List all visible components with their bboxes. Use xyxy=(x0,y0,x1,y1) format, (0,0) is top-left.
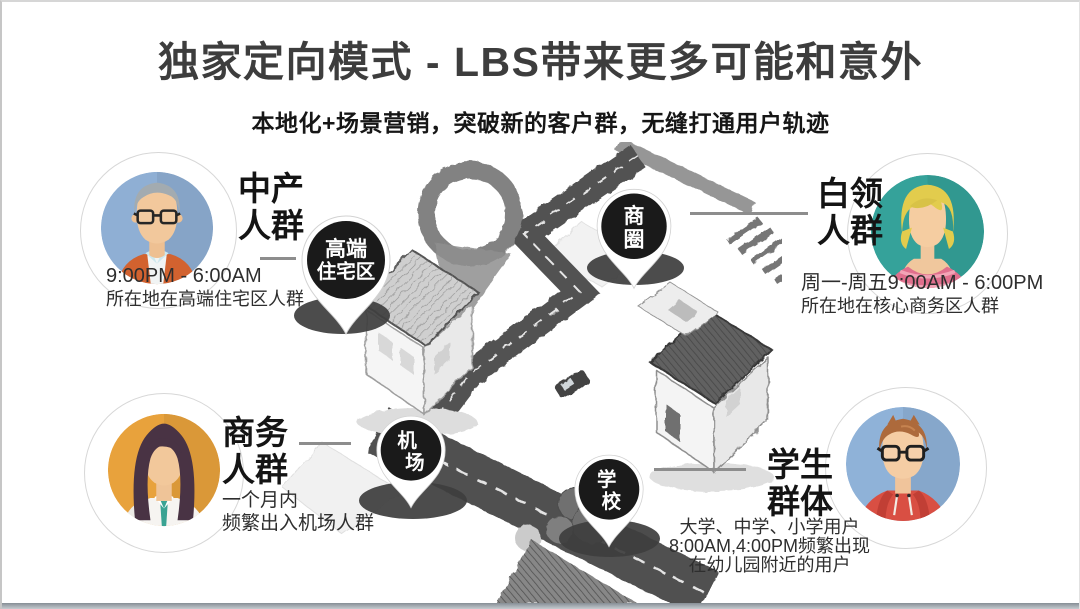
desc-line: 8:00AM,4:00PM频繁出现 xyxy=(668,536,871,556)
persona-name-line: 人群 xyxy=(817,212,883,249)
pin-circle xyxy=(601,193,667,259)
pin-label-line: 校 xyxy=(602,490,622,513)
desc-line: 所在地在高端住宅区人群 xyxy=(106,289,304,309)
desc-line: 所在地在核心商务区人群 xyxy=(801,296,999,316)
desc-line: 一个月内 xyxy=(222,490,299,511)
connector-middle-class xyxy=(260,257,296,260)
connector-students xyxy=(654,468,746,471)
connector-white-collar xyxy=(690,212,808,215)
avatar-ring xyxy=(84,393,244,553)
desc-line: 周一-周五9:00AM - 6:00PM xyxy=(801,272,1044,294)
pin-label-line: 高端 xyxy=(325,237,367,261)
pin-circle xyxy=(307,221,385,299)
pin-circle xyxy=(578,458,640,520)
desc-line: 大学、中学、小学用户 xyxy=(679,517,860,537)
rooftop-band xyxy=(614,142,756,215)
pin-label-line: 场 xyxy=(405,452,424,474)
pin-label-line: 机 xyxy=(397,430,417,452)
student-avatar xyxy=(845,406,961,522)
avatar-ring xyxy=(825,387,987,549)
avatar-ring xyxy=(80,152,237,309)
platform-detail xyxy=(668,300,698,322)
pin-label-line: 学 xyxy=(597,468,616,491)
pin-label-line: 圈 xyxy=(624,228,645,251)
persona-desc-business: 一个月内 频繁出入机场人群 xyxy=(222,489,374,535)
persona-name-students: 学生 群体 xyxy=(767,446,833,520)
persona-desc-white-collar: 周一-周五9:00AM - 6:00PM 所在地在核心商务区人群 xyxy=(801,272,1043,318)
persona-name-business: 商务 人群 xyxy=(222,414,288,488)
city-map-illustration xyxy=(282,142,782,604)
pin-label-line: 商 xyxy=(624,204,645,228)
pin-label-line: 住宅区 xyxy=(317,260,376,283)
pin-residential: 高端 住宅区 xyxy=(301,215,391,336)
desc-line: 频繁出入机场人群 xyxy=(222,513,375,534)
avatar-ring xyxy=(847,153,1008,314)
desc-line: 在幼儿园附近的用户 xyxy=(688,555,851,575)
page-title: 独家定向模式 - LBS带来更多可能和意外 xyxy=(158,39,923,85)
house-icon xyxy=(648,308,774,491)
white-collar-avatar xyxy=(870,174,985,289)
persona-name-line: 人群 xyxy=(222,451,288,488)
house-icon xyxy=(357,248,480,436)
persona-name-line: 中产 xyxy=(238,170,304,207)
business-avatar xyxy=(107,413,221,527)
persona-name-line: 人群 xyxy=(238,207,304,244)
desc-line: 9:00PM - 6:00AM xyxy=(106,265,262,287)
pin-business-district: 商 圈 xyxy=(596,189,672,290)
persona-name-line: 白领 xyxy=(817,175,883,212)
pin-circle xyxy=(380,419,442,481)
middle-class-avatar xyxy=(100,171,214,285)
persona-name-middle-class: 中产 人群 xyxy=(238,170,304,244)
pin-school: 学 校 xyxy=(574,454,644,548)
persona-name-line: 学生 xyxy=(767,446,833,483)
connector-business xyxy=(299,442,351,445)
persona-name-line: 群体 xyxy=(767,483,833,520)
car-icon xyxy=(554,369,590,399)
slide-bottom-edge xyxy=(2,603,1079,609)
persona-desc-students: 大学、中学、小学用户 8:00AM,4:00PM频繁出现 在幼儿园附近的用户 xyxy=(642,518,897,575)
persona-name-white-collar: 白领 人群 xyxy=(817,175,883,249)
crosswalk-icon xyxy=(726,217,782,285)
page-subtitle: 本地化+场景营销，突破新的客户群，无缝打通用户轨迹 xyxy=(251,110,830,136)
pin-airport: 机 场 xyxy=(376,415,446,509)
persona-desc-middle-class: 9:00PM - 6:00AM 所在地在高端住宅区人群 xyxy=(106,265,304,311)
persona-name-line: 商务 xyxy=(222,414,288,451)
